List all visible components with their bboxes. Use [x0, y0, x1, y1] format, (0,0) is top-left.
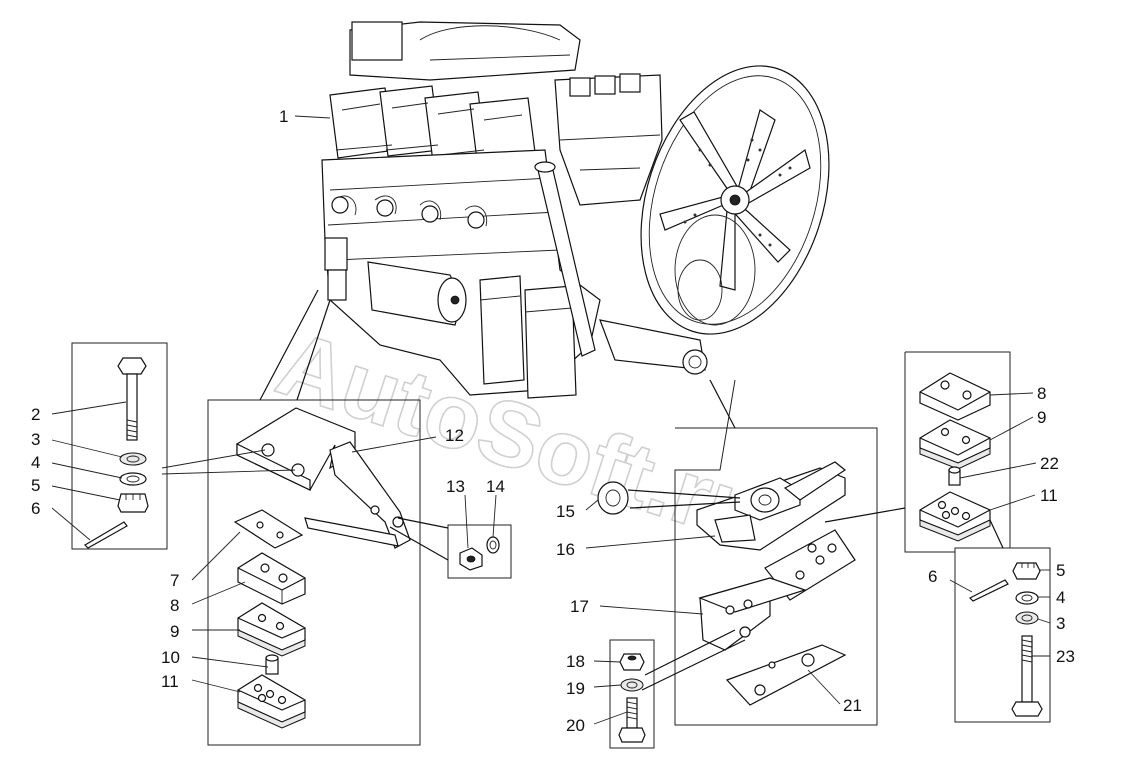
pad-11-left: [237, 674, 306, 729]
castle-nut-5: [117, 493, 149, 513]
pad-11-right: [919, 491, 991, 542]
callout-19: 19: [566, 679, 585, 698]
nut-set-frame: [447, 524, 512, 579]
plate-7: [233, 509, 304, 549]
washer-3-right: [1015, 611, 1039, 625]
bracket-17: [698, 529, 856, 651]
callout-4-right: 4: [1056, 588, 1065, 607]
callout-8: 8: [170, 596, 179, 615]
nut-13: [459, 547, 483, 571]
bolt-set-frame-bottom: [609, 639, 655, 749]
nut-18: [619, 653, 645, 671]
cotter-pin-6-right: [968, 579, 1009, 602]
bracket-frame-right: [674, 379, 878, 726]
callout-6-right: 6: [928, 567, 937, 586]
bolt-20: [618, 697, 646, 743]
pin-10-left: [265, 654, 279, 675]
callout-8-right: 8: [1037, 384, 1046, 403]
callout-3-right: 3: [1056, 614, 1065, 633]
callout-3: 3: [31, 430, 40, 449]
washer-4: [119, 472, 147, 486]
callout-11: 11: [161, 672, 179, 691]
callout-11-right: 11: [1040, 486, 1058, 505]
fan-assembly: [640, 65, 830, 335]
plate-21: [725, 644, 847, 706]
callout-6: 6: [31, 499, 40, 518]
callout-22-right: 22: [1040, 454, 1059, 473]
bracket-16: [696, 461, 847, 551]
callout-16: 16: [556, 540, 575, 559]
pad-8-right: [919, 372, 991, 421]
castle-nut-5-right: [1012, 562, 1041, 580]
pin-22-right: [948, 466, 961, 486]
pad-8-left: [237, 552, 306, 605]
callout-21: 21: [843, 696, 862, 715]
callout-7: 7: [170, 571, 179, 590]
callout-labels: 1 2 3 4 5 6 7 8 9 10 11 12 13 14 15 16 1…: [31, 107, 1075, 735]
bracket-12: [236, 407, 411, 549]
bolt-23: [1011, 635, 1043, 717]
engine-assembly: [321, 21, 708, 399]
cotter-pin-6: [84, 521, 128, 549]
leader-lines: [51, 115, 1051, 725]
callout-2: 2: [31, 405, 40, 424]
callout-12: 12: [445, 426, 464, 445]
washer-19: [620, 678, 644, 692]
callout-5-right: 5: [1056, 561, 1065, 580]
pad-9-left: [237, 602, 306, 657]
mount-frame-right: [904, 351, 1051, 723]
callout-5: 5: [31, 476, 40, 495]
valve-covers: [329, 85, 537, 169]
washer-15: [597, 481, 629, 515]
callout-20: 20: [566, 716, 585, 735]
callout-10: 10: [161, 648, 180, 667]
pad-9-right: [919, 419, 991, 470]
callout-9: 9: [170, 622, 179, 641]
callout-18: 18: [566, 652, 585, 671]
callout-14: 14: [486, 477, 505, 496]
callout-13: 13: [446, 477, 465, 496]
washer-4-right: [1015, 591, 1039, 605]
callout-15: 15: [556, 502, 575, 521]
callout-9-right: 9: [1037, 408, 1046, 427]
callout-4: 4: [31, 453, 40, 472]
washer-3: [119, 452, 147, 466]
washer-14: [486, 536, 500, 554]
bolt-2: [117, 357, 147, 441]
callout-17: 17: [570, 597, 589, 616]
callout-1: 1: [279, 107, 288, 126]
callout-23-right: 23: [1056, 647, 1075, 666]
bolt-set-frame-left: [71, 342, 168, 550]
